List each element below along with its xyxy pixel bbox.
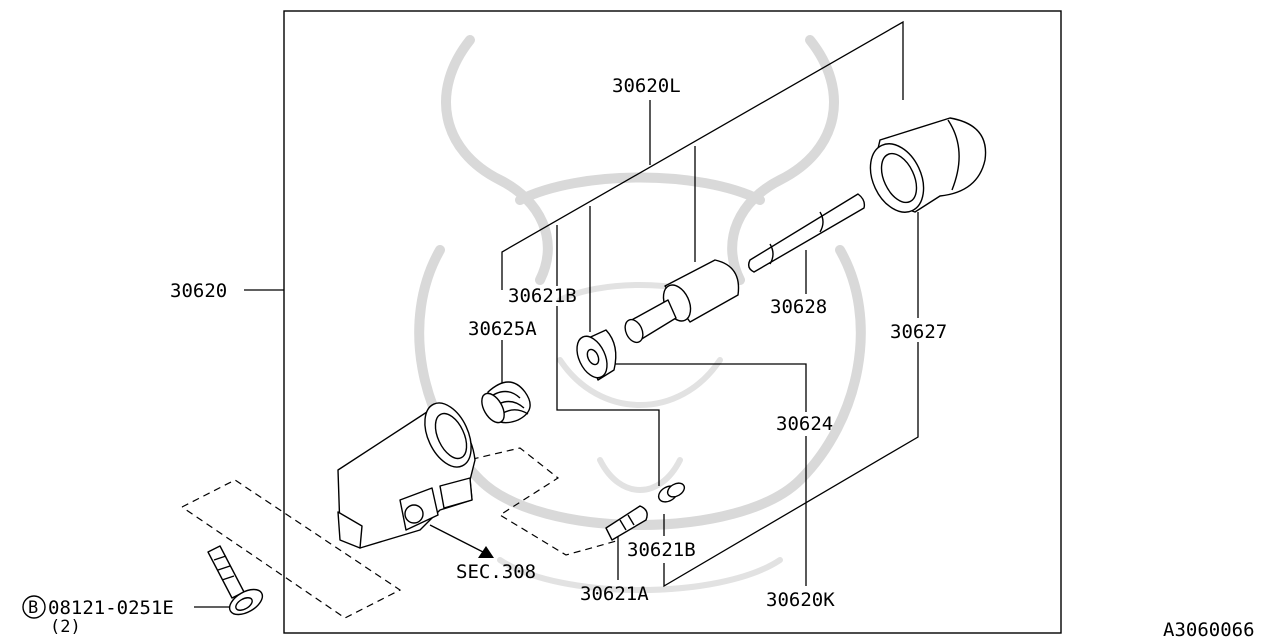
bleeder-screw-part <box>605 505 648 541</box>
section-arrow <box>429 524 494 558</box>
label-piston-cup-upper[interactable]: 30621B <box>508 285 577 307</box>
label-push-rod[interactable]: 30628 <box>770 296 827 318</box>
bolt-marker-circle <box>22 595 46 619</box>
label-kit-l[interactable]: 30620L <box>612 75 681 97</box>
watermark-emblem <box>414 35 866 593</box>
label-piston-cup[interactable]: 30624 <box>776 413 833 435</box>
dashed-outlines <box>181 447 621 619</box>
label-bolt-qty: (2) <box>50 617 81 637</box>
diagram-ref-number: A3060066 <box>1163 619 1255 638</box>
boot-part <box>869 117 987 213</box>
label-bleeder-cap[interactable]: 30621B <box>627 539 696 561</box>
spring-part <box>481 381 531 424</box>
label-assembly[interactable]: 30620 <box>170 280 227 302</box>
label-section-ref[interactable]: SEC.308 <box>456 561 536 583</box>
part-labels: 30620 30620L 30621B 30625A 30628 30627 3… <box>22 75 1255 638</box>
label-bolt-part[interactable]: 08121-0251E <box>48 597 174 619</box>
label-dust-cover[interactable]: 30625A <box>468 318 537 340</box>
label-boot[interactable]: 30627 <box>890 321 947 343</box>
piston-part <box>624 259 740 344</box>
label-bolt-marker: B <box>28 598 38 618</box>
leader-lines <box>194 20 919 608</box>
bolt-part <box>207 545 264 616</box>
label-bleeder-screw[interactable]: 30621A <box>580 583 649 605</box>
piston-cup-part <box>576 329 617 381</box>
label-kit-k[interactable]: 30620K <box>766 589 835 611</box>
bleeder-cap-part <box>657 482 686 503</box>
push-rod-part <box>747 193 866 273</box>
assembly-frame <box>283 10 1062 634</box>
cylinder-body-part <box>337 402 476 549</box>
